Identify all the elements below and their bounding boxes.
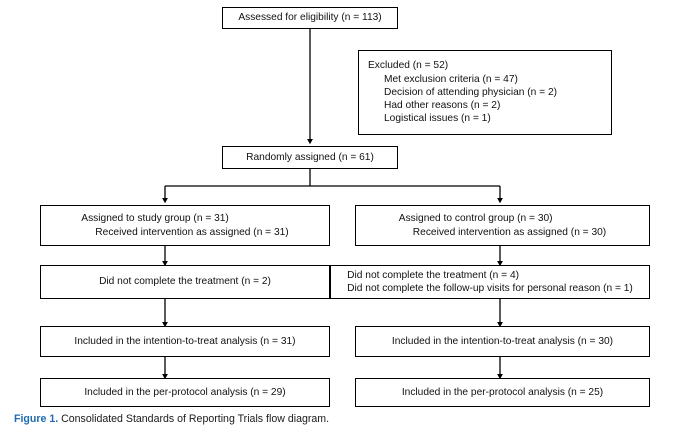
node-randomly-assigned: Randomly assigned (n = 61) — [222, 146, 398, 169]
node-followup-control-group: Did not complete the treatment (n = 4) D… — [330, 265, 650, 299]
followup-control-dropout-treatment-text: Did not complete the treatment (n = 4) — [347, 269, 520, 281]
node-allocation-study-group: Assigned to study group (n = 31) Receive… — [40, 205, 330, 246]
excluded-reason-logistical: Logistical issues (n = 1) — [384, 113, 491, 125]
followup-control-dropout-visits-text: Did not complete the follow-up visits fo… — [347, 283, 633, 294]
randomly-assigned-text: Randomly assigned (n = 61) — [246, 151, 374, 163]
assessed-for-eligibility-text: Assessed for eligibility (n = 113) — [238, 12, 382, 24]
node-allocation-control-group: Assigned to control group (n = 30) Recei… — [355, 205, 650, 246]
excluded-reason-other: Had other reasons (n = 2) — [384, 100, 501, 112]
flow-diagram: Assessed for eligibility (n = 113) Exclu… — [40, 7, 650, 407]
per-protocol-study-text: Included in the per-protocol analysis (n… — [84, 386, 286, 398]
node-per-protocol-control-group: Included in the per-protocol analysis (n… — [355, 378, 650, 407]
node-excluded: Excluded (n = 52) Met exclusion criteria… — [358, 50, 612, 135]
node-itt-study-group: Included in the intention-to-treat analy… — [40, 326, 330, 357]
followup-study-dropout-text: Did not complete the treatment (n = 2) — [99, 276, 271, 288]
itt-study-text: Included in the intention-to-treat analy… — [74, 335, 296, 347]
connector-lines — [162, 29, 503, 380]
allocation-control-received-text: Received intervention as assigned (n = 3… — [412, 226, 607, 238]
excluded-reason-met-criteria: Met exclusion criteria (n = 47) — [384, 73, 518, 85]
figure-caption: Figure 1. Consolidated Standards of Repo… — [0, 412, 690, 427]
excluded-total-text: Excluded (n = 52) — [368, 60, 449, 72]
itt-control-text: Included in the intention-to-treat analy… — [391, 335, 614, 347]
node-followup-study-group: Did not complete the treatment (n = 2) — [40, 265, 330, 299]
figure-caption-text: Consolidated Standards of Reporting Tria… — [61, 413, 330, 425]
node-itt-control-group: Included in the intention-to-treat analy… — [355, 326, 650, 357]
excluded-reason-physician-decision: Decision of attending physician (n = 2) — [384, 86, 558, 98]
allocation-study-received-text: Received intervention as assigned (n = 3… — [95, 226, 289, 238]
node-per-protocol-study-group: Included in the per-protocol analysis (n… — [40, 378, 330, 407]
allocation-control-assigned-text: Assigned to control group (n = 30) — [398, 213, 553, 225]
allocation-study-assigned-text: Assigned to study group (n = 31) — [81, 213, 229, 225]
figure-number-label: Figure 1. — [14, 413, 59, 425]
per-protocol-control-text: Included in the per-protocol analysis (n… — [401, 386, 604, 398]
node-assessed-for-eligibility: Assessed for eligibility (n = 113) — [222, 7, 398, 29]
